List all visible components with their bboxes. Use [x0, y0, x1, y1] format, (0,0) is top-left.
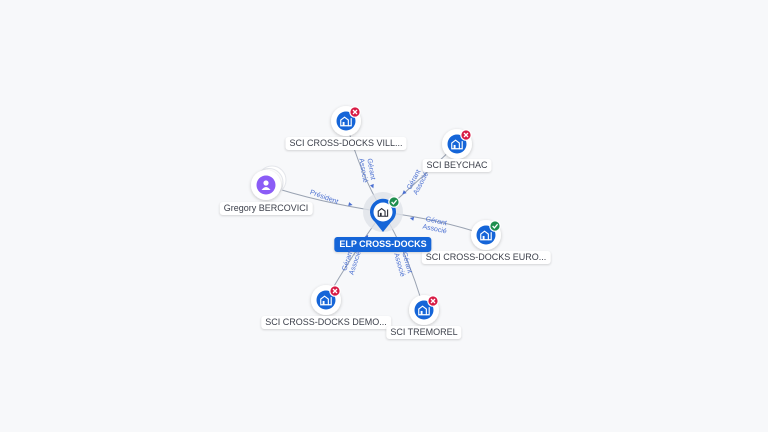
edge-arrow-euro — [409, 216, 415, 221]
graph-node-demo[interactable] — [311, 285, 341, 315]
status-closed-icon — [427, 295, 439, 307]
status-closed-icon — [460, 129, 472, 141]
node-label-euro[interactable]: SCI CROSS-DOCKS EURO... — [421, 251, 551, 264]
building-icon — [451, 139, 463, 150]
edge-arrow-gregory — [348, 202, 353, 207]
graph-node-center[interactable] — [363, 192, 403, 232]
person-icon — [261, 180, 271, 190]
status-closed-icon — [349, 106, 361, 118]
edge-arrow-beychac — [402, 190, 407, 195]
graph-node-gregory[interactable] — [251, 165, 287, 200]
status-active-icon — [489, 220, 501, 232]
node-label-beychac[interactable]: SCI BEYCHAC — [422, 159, 492, 172]
graph-node-beychac[interactable] — [442, 129, 472, 159]
edge-arrow-scivill — [370, 183, 374, 189]
graph-node-tremorel[interactable] — [409, 295, 439, 325]
building-icon — [480, 230, 492, 241]
building-icon — [418, 305, 430, 316]
node-label-scivill[interactable]: SCI CROSS-DOCKS VILL... — [285, 137, 407, 150]
status-closed-icon — [329, 285, 341, 297]
status-active-icon — [388, 196, 400, 208]
graph-node-scivill[interactable] — [331, 106, 361, 136]
node-label-gregory[interactable]: Gregory BERCOVICI — [219, 202, 313, 215]
building-icon — [320, 295, 332, 306]
graph-node-euro[interactable] — [471, 220, 501, 250]
building-icon — [340, 116, 352, 127]
node-label-demo[interactable]: SCI CROSS-DOCKS DEMO... — [261, 316, 391, 329]
node-label-center[interactable]: ELP CROSS-DOCKS — [334, 237, 432, 252]
node-label-tremorel[interactable]: SCI TREMOREL — [386, 326, 462, 339]
building-icon — [377, 207, 389, 217]
